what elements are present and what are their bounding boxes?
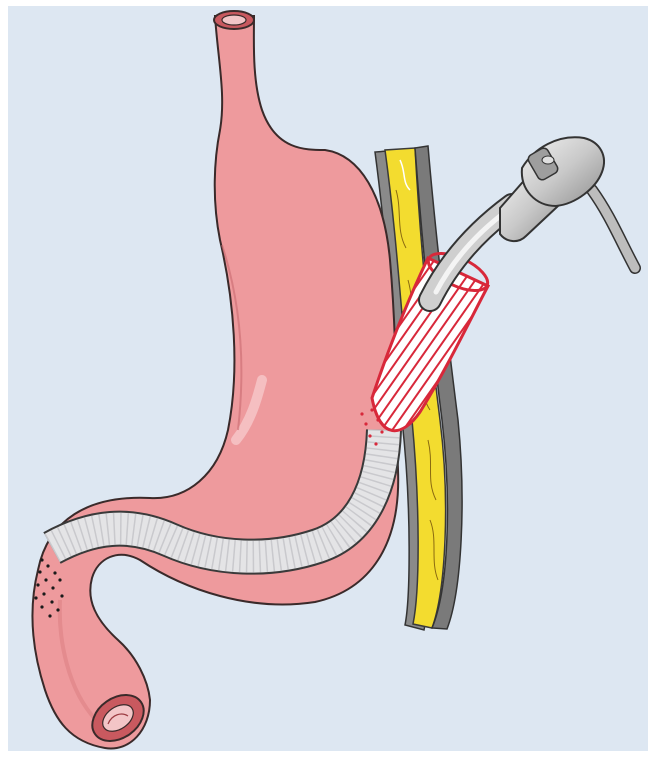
esophagus-opening-icon [214, 11, 254, 29]
